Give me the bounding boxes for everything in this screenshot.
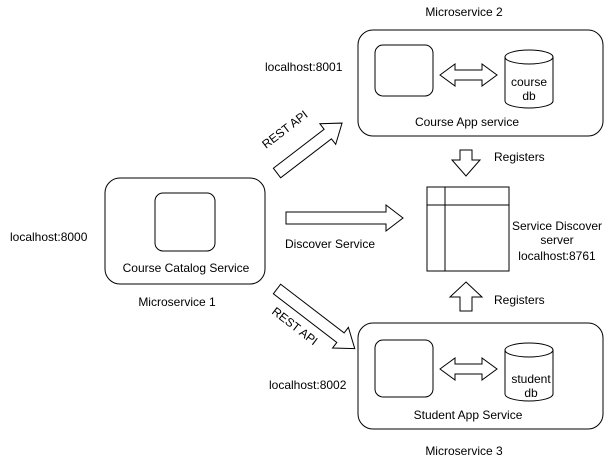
rest-api-top-label: REST API xyxy=(259,108,310,152)
course-db-link-arrow xyxy=(439,63,498,87)
microservice-1-caption: Microservice 1 xyxy=(138,295,216,309)
service-discovery-label-line2: server xyxy=(540,233,573,247)
course-app-service-label: Course App service xyxy=(415,115,519,129)
course-catalog-service-label: Course Catalog Service xyxy=(123,261,250,275)
microservice-1-group: Course Catalog Service localhost:8000 Mi… xyxy=(10,177,266,309)
course-db-label-line1: course xyxy=(511,75,547,89)
course-db-label-line2: db xyxy=(522,89,536,103)
registers-bottom-arrow xyxy=(448,281,484,312)
microservice-2-host: localhost:8001 xyxy=(265,60,343,74)
course-db-cylinder[interactable] xyxy=(504,49,554,109)
student-app-component-icon xyxy=(374,339,434,398)
service-registry-table-icon[interactable] xyxy=(426,186,510,272)
student-db-cylinder[interactable] xyxy=(504,342,554,402)
course-app-component-icon xyxy=(374,44,434,97)
student-app-service-label: Student App Service xyxy=(414,408,523,422)
student-db-link-arrow xyxy=(439,357,498,381)
course-catalog-component-icon xyxy=(154,192,216,252)
microservice-2-group: Microservice 2 course db Course App serv… xyxy=(265,5,604,137)
microservice-3-host: localhost:8002 xyxy=(269,378,347,392)
service-discovery-label-line1: Service Discover xyxy=(512,219,602,233)
microservice-1-host: localhost:8000 xyxy=(10,230,88,244)
student-db-label-line1: student xyxy=(511,372,551,386)
service-discovery-group: Service Discover server localhost:8761 xyxy=(426,186,602,272)
registers-top-label: Registers xyxy=(494,150,545,164)
rest-api-bottom-arrow xyxy=(272,283,356,350)
microservice-3-caption: Microservice 3 xyxy=(425,444,503,458)
rest-api-top-arrow xyxy=(272,122,343,179)
discover-service-arrow xyxy=(285,203,404,233)
registers-bottom-label: Registers xyxy=(494,293,545,307)
registers-top-arrow xyxy=(450,149,482,177)
microservice-2-caption: Microservice 2 xyxy=(425,5,503,19)
discover-service-label: Discover Service xyxy=(285,237,375,251)
service-discovery-host: localhost:8761 xyxy=(518,249,596,263)
student-db-label-line2: db xyxy=(524,386,538,400)
microservice-3-group: student db Student App Service localhost… xyxy=(269,322,604,458)
